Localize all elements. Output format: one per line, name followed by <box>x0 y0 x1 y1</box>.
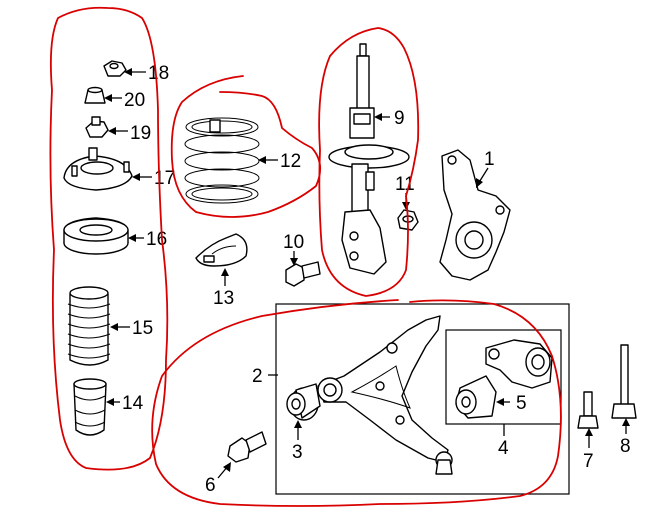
callout-2: 2 <box>252 366 263 387</box>
part-19-nut <box>85 116 109 138</box>
callout-9: 9 <box>394 108 405 129</box>
highlight-spring <box>170 75 322 218</box>
part-15-dust-boot <box>67 286 111 366</box>
callout-14: 14 <box>122 393 144 414</box>
callout-6: 6 <box>205 475 216 496</box>
highlight-left-stack <box>49 6 169 471</box>
part-14-bump-stop <box>73 378 107 436</box>
part-4-bracket-bushing <box>485 339 553 389</box>
callout-labels: 18 20 19 17 16 15 14 12 9 1 11 10 13 2 3… <box>122 63 631 496</box>
callout-8: 8 <box>620 436 631 457</box>
callout-3: 3 <box>292 442 303 463</box>
part-13-spring-seat <box>195 233 248 267</box>
callout-1: 1 <box>484 149 495 170</box>
callout-4: 4 <box>498 438 509 459</box>
part-18-nut <box>103 60 127 77</box>
part-16-bearing-seat <box>63 217 129 255</box>
highlight-strut <box>318 27 420 297</box>
leader-lines <box>104 68 630 479</box>
callout-10: 10 <box>283 232 304 253</box>
part-17-strut-mount <box>63 147 133 191</box>
part-10-bolt <box>285 261 321 287</box>
callout-12: 12 <box>280 151 301 172</box>
part-2-control-arm-box <box>275 303 570 495</box>
part-3-bushing <box>286 383 321 421</box>
red-highlight-marks <box>49 6 562 507</box>
callout-20: 20 <box>124 90 145 111</box>
part-8-long-bolt <box>611 344 637 419</box>
part-12-coil-spring <box>184 117 260 204</box>
part-6-bolt <box>227 431 267 463</box>
part-20-cap <box>84 86 106 104</box>
part-7-bolt <box>577 391 599 429</box>
callout-18: 18 <box>148 63 169 84</box>
part-1-steering-knuckle <box>439 149 511 281</box>
callout-16: 16 <box>146 229 167 250</box>
callout-5: 5 <box>516 393 527 414</box>
callout-7: 7 <box>583 451 594 472</box>
highlight-control-arm <box>151 299 562 507</box>
callout-17: 17 <box>154 168 175 189</box>
part-9-strut-assembly <box>328 43 410 275</box>
callout-15: 15 <box>132 318 153 339</box>
part-5-bushing <box>455 375 497 419</box>
callout-19: 19 <box>130 123 151 144</box>
callout-13: 13 <box>213 288 234 309</box>
part-2-control-arm <box>317 315 453 475</box>
